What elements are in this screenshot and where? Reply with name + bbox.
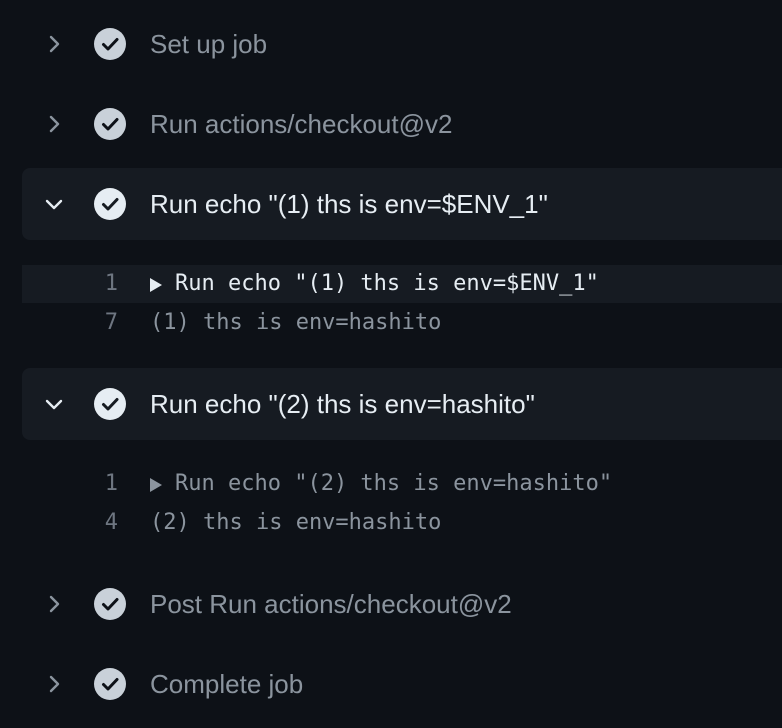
- chevron-down-icon[interactable]: [42, 192, 66, 216]
- step-label: Run echo "(2) ths is env=hashito": [150, 389, 535, 419]
- log-line-group[interactable]: 1 Run echo "(2) ths is env=hashito": [22, 465, 782, 503]
- log-line-group[interactable]: 1 Run echo "(1) ths is env=$ENV_1": [22, 265, 782, 303]
- check-circle-icon: [94, 388, 126, 420]
- step-label: Post Run actions/checkout@v2: [150, 589, 512, 619]
- chevron-right-icon[interactable]: [42, 32, 66, 56]
- check-circle-icon: [94, 188, 126, 220]
- line-number[interactable]: 7: [104, 310, 118, 335]
- step-label: Set up job: [150, 29, 268, 59]
- step-post-run-checkout[interactable]: Post Run actions/checkout@v2: [22, 568, 782, 640]
- log-line: 4 (2) ths is env=hashito: [22, 504, 782, 542]
- step-label: Complete job: [150, 669, 304, 699]
- chevron-right-icon[interactable]: [42, 672, 66, 696]
- line-number[interactable]: 1: [104, 471, 118, 496]
- chevron-right-icon[interactable]: [42, 112, 66, 136]
- check-circle-icon: [94, 588, 126, 620]
- log-text: Run echo "(1) ths is env=$ENV_1": [175, 271, 599, 296]
- step-run-checkout[interactable]: Run actions/checkout@v2: [22, 88, 782, 160]
- log-text: (1) ths is env=hashito: [150, 310, 442, 335]
- log-text: Run echo "(2) ths is env=hashito": [175, 471, 613, 496]
- chevron-right-icon[interactable]: [42, 592, 66, 616]
- chevron-down-icon[interactable]: [42, 392, 66, 416]
- check-circle-icon: [94, 668, 126, 700]
- line-number[interactable]: 4: [104, 510, 118, 535]
- step-label: Run echo "(1) ths is env=$ENV_1": [150, 189, 548, 219]
- check-circle-icon: [94, 108, 126, 140]
- step-set-up-job[interactable]: Set up job: [22, 8, 782, 80]
- check-circle-icon: [94, 28, 126, 60]
- expand-triangle-icon[interactable]: [150, 278, 162, 292]
- step-run-echo-2[interactable]: Run echo "(2) ths is env=hashito": [22, 368, 782, 440]
- step-run-echo-1[interactable]: Run echo "(1) ths is env=$ENV_1": [22, 168, 782, 240]
- line-number[interactable]: 1: [104, 271, 118, 296]
- expand-triangle-icon[interactable]: [150, 478, 162, 492]
- step-label: Run actions/checkout@v2: [150, 109, 453, 139]
- step-complete-job[interactable]: Complete job: [22, 648, 782, 720]
- log-line: 7 (1) ths is env=hashito: [22, 304, 782, 342]
- log-text: (2) ths is env=hashito: [150, 510, 442, 535]
